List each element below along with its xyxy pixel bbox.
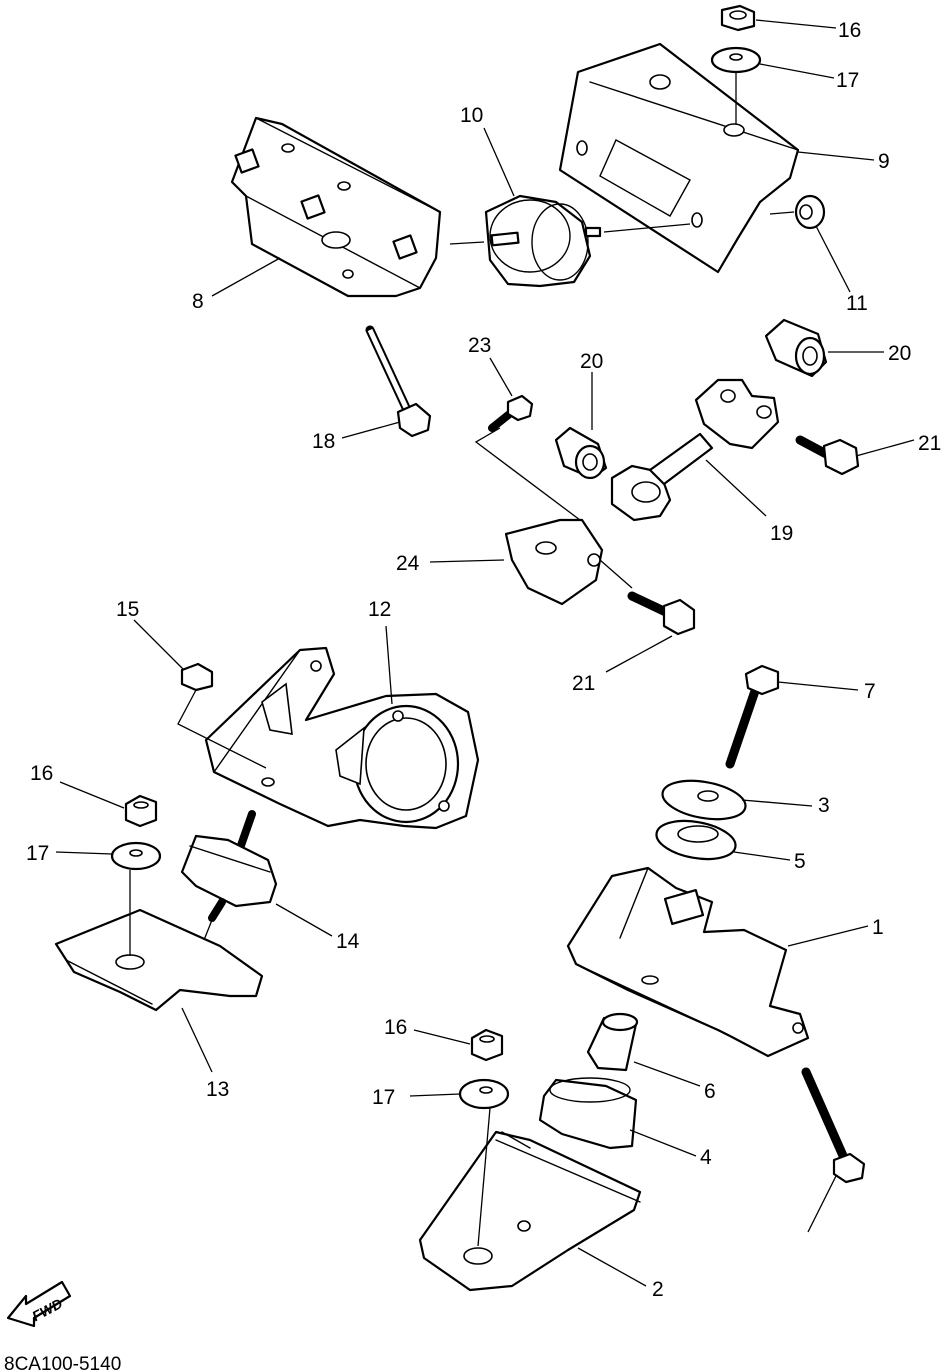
part-17-washer-left bbox=[110, 841, 162, 871]
callout-7: 7 bbox=[864, 680, 876, 703]
callout-leaders bbox=[55, 19, 915, 1287]
part-17-washer-top bbox=[710, 46, 762, 74]
callout-11: 11 bbox=[846, 292, 868, 315]
part-2-lower-bracket bbox=[418, 1130, 642, 1292]
callout-17-lower: 17 bbox=[372, 1086, 395, 1109]
part-12-plate-bracket bbox=[204, 646, 480, 830]
callout-15: 15 bbox=[116, 598, 139, 621]
part-16-nut-left bbox=[124, 794, 158, 828]
part-24-bolt bbox=[801, 1067, 866, 1184]
part-5-bushing bbox=[655, 819, 737, 861]
callout-6: 6 bbox=[704, 1080, 716, 1103]
part-21-bolt-upper bbox=[795, 435, 860, 476]
callout-20-left: 20 bbox=[580, 350, 603, 373]
part-7-bolt bbox=[725, 664, 780, 769]
callout-10: 10 bbox=[460, 104, 483, 127]
callout-3: 3 bbox=[818, 794, 830, 817]
part-3-washer bbox=[661, 779, 747, 821]
part-20-bushing-left bbox=[554, 426, 608, 480]
callout-16-left: 16 bbox=[30, 762, 53, 785]
part-10-rubber-mount bbox=[484, 194, 602, 288]
callout-20-right: 20 bbox=[888, 342, 911, 365]
callout-13: 13 bbox=[206, 1078, 229, 1101]
part-1-main-bracket bbox=[566, 866, 810, 1058]
part-16-nut-top bbox=[720, 4, 756, 32]
callout-17-top: 17 bbox=[836, 69, 859, 92]
callout-18: 18 bbox=[312, 430, 335, 453]
callout-12: 12 bbox=[368, 598, 391, 621]
callout-19: 19 bbox=[770, 522, 793, 545]
part-17-washer-lower bbox=[458, 1078, 510, 1110]
part-9-upper-bracket bbox=[558, 42, 800, 274]
part-18-long-bolt bbox=[365, 325, 432, 438]
callout-1: 1 bbox=[872, 916, 884, 939]
part-20-bushing-right bbox=[764, 318, 828, 378]
part-21-bolt-lower bbox=[627, 591, 696, 636]
callout-2: 2 bbox=[652, 1278, 664, 1301]
callout-14: 14 bbox=[336, 930, 360, 953]
callout-4: 4 bbox=[700, 1146, 712, 1169]
assembly-lines bbox=[129, 72, 795, 1247]
callout-9: 9 bbox=[878, 150, 890, 173]
part-8-side-bracket bbox=[230, 116, 442, 298]
part-22-small-bolt bbox=[488, 394, 534, 432]
callout-16-lower: 16 bbox=[384, 1016, 407, 1039]
part-14-rubber-mount bbox=[180, 810, 278, 922]
callout-16-top: 16 bbox=[838, 19, 861, 42]
part-19-torque-rod bbox=[610, 378, 780, 522]
callout-21-upper: 21 bbox=[918, 432, 941, 455]
part-15-nut bbox=[180, 662, 214, 692]
part-23-small-bracket bbox=[504, 518, 604, 606]
diagram-code: 8CA100-5140 bbox=[4, 1354, 121, 1372]
callout-labels: 16 17 9 10 11 8 18 23 20 20 21 19 24 21 … bbox=[26, 19, 941, 1301]
part-4-rubber-block bbox=[538, 1077, 638, 1150]
callout-5: 5 bbox=[794, 850, 806, 873]
part-6-collar bbox=[586, 1012, 639, 1072]
callout-21-lower: 21 bbox=[572, 672, 595, 695]
callout-23: 24 bbox=[396, 552, 420, 575]
callout-8: 8 bbox=[192, 290, 204, 313]
fwd-arrow: FWD bbox=[6, 1280, 72, 1328]
callout-22: 23 bbox=[468, 334, 491, 357]
part-16-nut-lower bbox=[470, 1028, 504, 1062]
part-11-collar bbox=[794, 194, 826, 230]
callout-17-left: 17 bbox=[26, 842, 49, 865]
part-13-lower-bracket bbox=[54, 908, 264, 1012]
